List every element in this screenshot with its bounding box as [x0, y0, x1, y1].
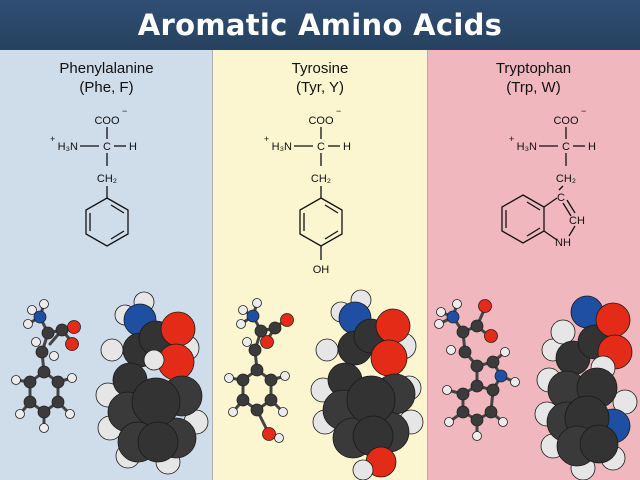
ring-carbon-label: C: [557, 192, 565, 204]
methylene-label: CH₂: [97, 173, 117, 185]
panel-divider: [212, 50, 213, 480]
amino-acid-name: Tyrosine: [291, 60, 349, 77]
carboxylate-label: COO: [308, 115, 334, 127]
structural-formula: [294, 127, 343, 260]
phenylalanine-structure: COO − + H₃N C H CH₂: [11, 106, 209, 475]
amino-acid-abbreviation: (Phe, F): [79, 79, 134, 96]
amino-acid-abbreviation: (Tyr, Y): [295, 79, 345, 96]
hydroxyl-label: OH: [313, 264, 330, 276]
ring-ch-label: CH: [569, 215, 585, 227]
carboxylate-label: COO: [553, 115, 579, 127]
charge-minus-label: −: [122, 106, 127, 116]
tyrosine-structure: COO − + H₃N C H CH₂ OH: [224, 106, 424, 480]
space-filling-model: [95, 291, 209, 475]
amine-label: H₃N: [272, 141, 292, 153]
charge-plus-label: +: [264, 134, 269, 144]
alpha-carbon-label: C: [103, 141, 111, 153]
methylene-label: CH₂: [556, 173, 576, 185]
amino-acid-name: Tryptophan: [495, 60, 572, 77]
charge-minus-label: −: [581, 106, 586, 116]
structural-formula: [80, 127, 129, 247]
hydrogen-label: H: [343, 141, 351, 153]
panel-tyrosine: Tyrosine (Tyr, Y) COO − + H₃N C H CH₂: [213, 50, 427, 480]
hydrogen-label: H: [129, 141, 137, 153]
ball-and-stick-model: [11, 299, 81, 433]
alpha-carbon-label: C: [562, 141, 570, 153]
ball-and-stick-model: [434, 299, 520, 441]
amino-acid-abbreviation: (Trp, W): [506, 79, 561, 96]
charge-minus-label: −: [336, 106, 341, 116]
space-filling-model: [310, 289, 424, 480]
structural-formula: [501, 127, 585, 244]
ball-and-stick-model: [224, 298, 294, 443]
alpha-carbon-label: C: [317, 141, 325, 153]
hydrogen-label: H: [588, 141, 596, 153]
carboxylate-label: COO: [94, 115, 120, 127]
ring-nh-label: NH: [555, 237, 571, 249]
panel-phenylalanine: Phenylalanine (Phe, F) COO − + H₃N C H C…: [0, 50, 213, 480]
slide-title: Aromatic Amino Acids: [0, 0, 640, 50]
amino-acid-name: Phenylalanine: [59, 60, 154, 77]
panel-divider: [427, 50, 428, 480]
amine-label: H₃N: [58, 141, 78, 153]
space-filling-model: [534, 295, 638, 480]
tryptophan-structure: COO − + H₃N C H CH₂ C CH NH: [434, 106, 638, 480]
panel-tryptophan: Tryptophan (Trp, W) COO: [427, 50, 640, 480]
amine-label: H₃N: [517, 141, 537, 153]
charge-plus-label: +: [509, 134, 514, 144]
methylene-label: CH₂: [311, 173, 331, 185]
charge-plus-label: +: [50, 134, 55, 144]
